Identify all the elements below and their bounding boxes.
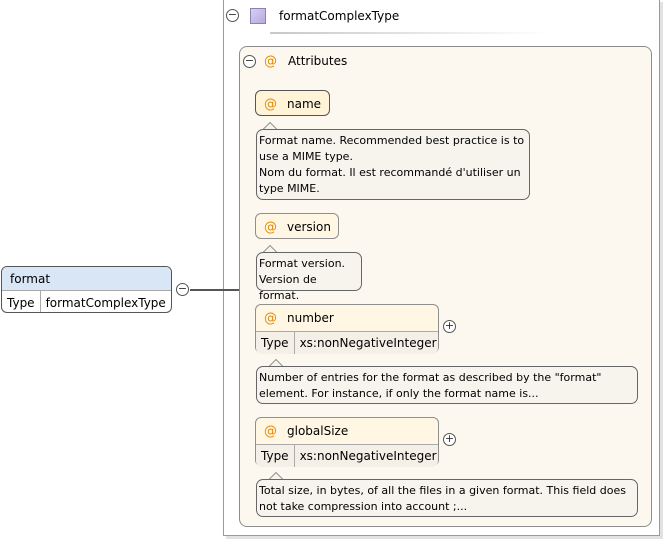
attribute-type-row: Type xs:nonNegativeInteger [256, 444, 438, 467]
type-value: xs:nonNegativeInteger [293, 445, 442, 467]
doc-pointer [263, 122, 277, 129]
type-value: formatComplexType [39, 291, 171, 312]
type-value: xs:nonNegativeInteger [293, 332, 442, 354]
attribute-globalsize-doc: Total size, in bytes, of all the files i… [256, 479, 638, 517]
attribute-number-doc: Number of entries for the format as desc… [256, 366, 638, 404]
expand-globalsize-toggle[interactable]: + [443, 432, 456, 446]
attribute-at-icon: @ [264, 219, 277, 235]
element-format[interactable]: format Type formatComplexType [1, 266, 172, 313]
attribute-at-icon: @ [264, 423, 277, 439]
attributes-at-icon: @ [264, 54, 277, 69]
type-label: Type [7, 295, 35, 310]
collapse-element-toggle[interactable]: − [176, 282, 189, 296]
attribute-label: number [287, 311, 334, 325]
attribute-version[interactable]: @ version [255, 213, 339, 239]
attribute-name-doc: Format name. Recommended best practice i… [256, 129, 530, 200]
attributes-label: Attributes [288, 54, 348, 68]
type-label: Type [261, 336, 289, 350]
complex-type-icon [250, 8, 266, 24]
doc-pointer [269, 472, 283, 479]
attribute-at-icon: @ [264, 310, 277, 326]
attribute-version-doc: Format version. Version de format. [256, 252, 362, 302]
attribute-number[interactable]: @ number Type xs:nonNegativeInteger [255, 304, 439, 354]
element-name: format [2, 267, 171, 291]
connector-line [190, 289, 239, 291]
attribute-label: version [287, 220, 331, 234]
collapse-attributes-toggle[interactable]: − [243, 54, 256, 68]
attribute-globalsize[interactable]: @ globalSize Type xs:nonNegativeInteger [255, 417, 439, 467]
attribute-label: name [287, 97, 322, 111]
attribute-label: globalSize [287, 424, 349, 438]
expand-number-toggle[interactable]: + [443, 319, 456, 333]
collapse-complex-type-toggle[interactable]: − [226, 8, 239, 22]
doc-pointer [269, 359, 283, 366]
attribute-name[interactable]: @ name [255, 90, 330, 116]
attribute-type-row: Type xs:nonNegativeInteger [256, 331, 438, 354]
element-type-row: Type formatComplexType [2, 291, 171, 312]
attribute-at-icon: @ [264, 96, 277, 112]
complex-type-name: formatComplexType [279, 9, 400, 23]
header-divider [270, 32, 550, 34]
type-label: Type [261, 449, 289, 463]
doc-pointer [263, 245, 277, 252]
